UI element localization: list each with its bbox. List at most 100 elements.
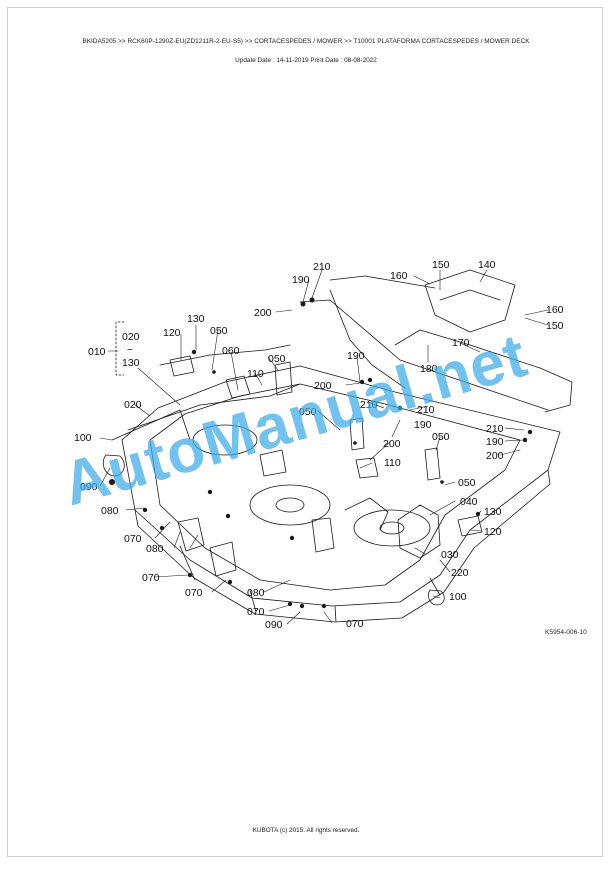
callout-090: 090 [80, 481, 98, 493]
bolt-190d [522, 437, 528, 443]
copyright-footer: KUBOTA (c) 2015. All rights reserved. [252, 827, 360, 834]
bolt-130c [475, 511, 481, 517]
callout-050: 050 [458, 477, 476, 489]
callout-200: 200 [486, 450, 504, 462]
spindle-right [379, 521, 405, 535]
side-plate-left-2 [209, 541, 237, 577]
front-rail [179, 545, 441, 623]
bolt-090a [109, 479, 115, 485]
bolt-190c [397, 405, 403, 411]
callout-130: 130 [122, 357, 140, 369]
breadcrumb-path: BKIDA5205 >> RCK60P-1290Z-EU(ZD1211R-2-E… [82, 38, 530, 45]
deck-skirt [134, 469, 551, 623]
figure-code: K5954-006-10 [545, 629, 587, 636]
callout-190: 190 [486, 436, 504, 448]
deck-inner-outline [149, 383, 521, 591]
idler-bracket [344, 497, 389, 531]
callout-100: 100 [74, 432, 92, 444]
callout-070: 070 [142, 572, 160, 584]
callout-050: 050 [432, 431, 450, 443]
blade-housing-center [249, 484, 331, 526]
callout-100: 100 [449, 591, 467, 603]
bracket-050-top [274, 361, 293, 396]
bolt-050e [440, 480, 444, 484]
nut-210a [309, 297, 315, 303]
callout-040: 040 [460, 496, 478, 508]
bolt-070a [187, 572, 193, 578]
callout-150: 150 [546, 320, 564, 332]
front-wheel-left [102, 454, 125, 477]
nut-210d [527, 429, 533, 435]
callout-120: 120 [484, 526, 502, 538]
callout-110: 110 [247, 368, 264, 380]
callout-130: 130 [484, 506, 502, 518]
callout-200: 200 [254, 307, 272, 319]
bracket-060 [225, 375, 251, 399]
lift-link-rear [329, 289, 406, 389]
bracket-110b [355, 457, 379, 479]
callout-120: 120 [163, 327, 181, 339]
callout-190: 190 [347, 350, 365, 362]
callout-labels: 210 190 200 160 150 140 160 150 130 120 … [74, 259, 564, 631]
side-plate-left-1 [177, 517, 205, 552]
callout-160: 160 [390, 270, 408, 282]
callout-020: 020 [124, 399, 142, 411]
gearbox-right [397, 504, 441, 559]
callout-030: 030 [441, 549, 459, 561]
callout-020: 020 [122, 331, 140, 343]
callout-200: 200 [383, 438, 401, 450]
bracket-120-right [457, 515, 483, 537]
callout-080: 080 [146, 543, 164, 555]
callout-200: 200 [314, 380, 332, 392]
bolt-080c [289, 535, 295, 541]
nut-210b [367, 377, 373, 383]
callout-070: 070 [185, 587, 203, 599]
update-print-dates: Update Date : 14-11-2019 Print Date : 08… [235, 57, 377, 64]
callout-190: 190 [414, 419, 432, 431]
callout-080: 080 [101, 505, 119, 517]
bolt-070d [287, 601, 293, 607]
discharge-chute-inner [439, 289, 501, 301]
spindle-center [275, 497, 305, 513]
belt-cover [329, 275, 436, 289]
callout-060: 060 [222, 345, 240, 357]
callout-070: 070 [124, 533, 142, 545]
side-plate-center [311, 517, 335, 553]
callout-180: 180 [420, 363, 438, 375]
callout-050: 050 [299, 406, 317, 418]
callout-210: 210 [486, 423, 504, 435]
bolt-130a [191, 349, 197, 355]
callout-210: 210 [313, 261, 331, 273]
bracket-120-left [169, 355, 195, 377]
bolt-070c [159, 525, 165, 531]
callout-090: 090 [265, 619, 283, 631]
callout-050: 050 [210, 325, 228, 337]
group-bracket-010 [115, 321, 125, 376]
bolt-080b [225, 513, 231, 519]
chute-support [394, 329, 573, 413]
bolt-080d [142, 507, 148, 513]
page-frame [7, 7, 603, 857]
callout-070: 070 [247, 606, 265, 618]
callout-220: 220 [451, 567, 469, 579]
callout-080: 080 [247, 587, 265, 599]
callout-150: 150 [432, 259, 450, 271]
callout-190: 190 [292, 274, 310, 286]
callout-160: 160 [546, 304, 564, 316]
group-tilde: ~ [127, 344, 133, 356]
bolt-050c [353, 441, 357, 445]
bolt-070e [321, 603, 327, 609]
bolt-080a [207, 489, 213, 495]
callout-130: 130 [187, 313, 205, 325]
callout-010: 010 [88, 346, 106, 358]
bracket-050-right [424, 447, 441, 481]
callout-210: 210 [360, 399, 378, 411]
blade-housing-right [353, 509, 431, 547]
discharge-chute [424, 269, 516, 333]
callout-110: 110 [384, 457, 401, 469]
callout-170: 170 [452, 337, 470, 349]
callout-070: 070 [346, 618, 364, 630]
bracket-110 [259, 449, 287, 477]
bolt-190a [300, 301, 306, 307]
